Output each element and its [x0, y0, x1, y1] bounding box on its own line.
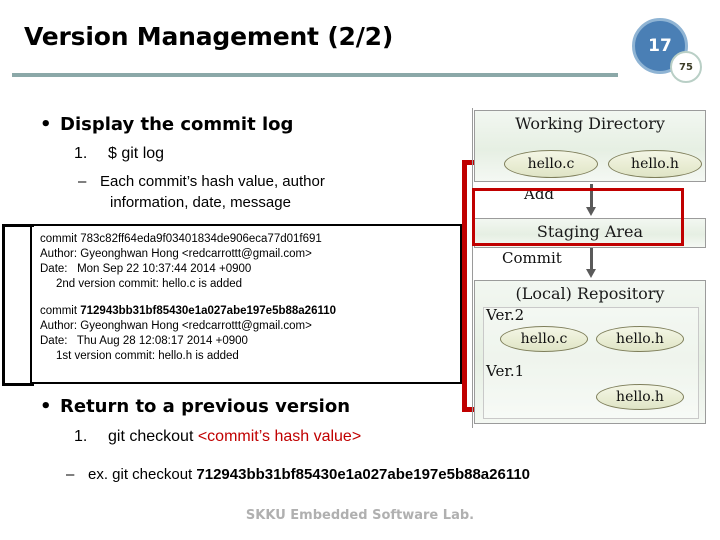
slide-footer: SKKU Embedded Software Lab. [245, 508, 475, 523]
bullet-return-previous-version-label: Return to a previous version [60, 396, 351, 417]
bullet-dot-icon: • [40, 396, 52, 417]
version-2-label: Ver.2 [486, 306, 525, 324]
commit-author-line: Author: Gyeonghwan Hong <redcarrottt@gma… [40, 248, 312, 260]
checkout-example-hash: 712943bb31bf85430e1a027abe197e5b88a26110 [196, 466, 531, 483]
version-2-file-hello-c: hello.c [500, 326, 588, 352]
checkout-example-prefix: ex. git checkout [88, 466, 197, 483]
commit-hash-line: commit 783c82ff64eda9f03401834de906eca77… [40, 232, 460, 247]
working-directory-file-hello-h: hello.h [608, 150, 702, 178]
commit-author-line: Author: Gyeonghwan Hong <redcarrottt@gma… [40, 320, 312, 332]
list-item-checkout-example: –ex. git checkout 712943bb31bf85430e1a02… [66, 466, 530, 483]
commit-label: commit [40, 233, 81, 245]
list-marker-1: 1. [74, 145, 88, 162]
version-2-file-hello-h: hello.h [596, 326, 684, 352]
list-item-commit-detail-line2: information, date, message [110, 194, 291, 211]
bracket-top-edge [2, 224, 34, 227]
list-marker-dash: – [66, 466, 75, 483]
page-badge: 17 75 [632, 18, 718, 88]
list-item-commit-detail: –Each commit’s hash value, author [78, 173, 325, 190]
version-1-label: Ver.1 [486, 362, 525, 380]
add-arrow-icon [586, 184, 596, 216]
bullet-return-previous-version: • Return to a previous version [40, 396, 350, 417]
commit-arrow-icon [586, 248, 596, 278]
version-1-file-hello-h: hello.h [596, 384, 684, 410]
commit-log-entry: commit 783c82ff64eda9f03401834de906eca77… [40, 232, 460, 292]
git-checkout-command: git checkout [108, 428, 198, 445]
list-marker-dash: – [78, 173, 87, 190]
staging-area-title: Staging Area [536, 222, 644, 241]
bracket-left-edge [2, 224, 5, 386]
list-marker-1: 1. [74, 428, 88, 445]
list-item-commit-detail-label: Each commit’s hash value, author [100, 173, 325, 190]
local-repository-title: (Local) Repository [515, 284, 665, 303]
page-title: Version Management (2/2) [24, 22, 394, 51]
version-1-highlight-box [472, 188, 684, 246]
bullet-display-commit-log-label: Display the commit log [60, 114, 294, 135]
commit-message-line: 1st version commit: hello.h is added [56, 350, 239, 362]
commit-hash-line: commit 712943bb31bf85430e1a027abe197e5b8… [40, 304, 460, 319]
total-pages-badge: 75 [670, 51, 702, 83]
list-item-git-log-label: $ git log [108, 145, 165, 162]
list-item-git-checkout: 1. git checkout <commit’s hash value> [74, 428, 361, 446]
git-flow-diagram: Working Directory hello.c hello.h Add St… [462, 108, 706, 428]
working-directory-file-hello-c: hello.c [504, 150, 598, 178]
checkout-connector-vertical [462, 160, 467, 412]
list-item-git-log: 1. $ git log [74, 145, 164, 163]
commit-date-line: Date: Mon Sep 22 10:37:44 2014 +0900 [40, 263, 252, 275]
bullet-dot-icon: • [40, 114, 52, 135]
commit-message-line: 2nd version commit: hello.c is added [56, 278, 243, 290]
commit-hash: 712943bb31bf85430e1a027abe197e5b88a26110 [80, 305, 337, 317]
page-number-badge: 17 [632, 18, 688, 74]
bullet-display-commit-log: • Display the commit log [40, 114, 293, 135]
title-divider [12, 73, 618, 77]
commit-log-output: commit 783c82ff64eda9f03401834de906eca77… [30, 224, 462, 384]
commit-label: commit [40, 305, 81, 317]
commit-arrow-label: Commit [502, 249, 562, 267]
commit-hash: 783c82ff64eda9f03401834de906eca77d01f691 [80, 233, 322, 245]
working-directory-title: Working Directory [515, 114, 665, 133]
commit-log-entry: commit 712943bb31bf85430e1a027abe197e5b8… [40, 304, 460, 364]
diagram-left-rule [472, 108, 473, 428]
commit-date-line: Date: Thu Aug 28 12:08:17 2014 +0900 [40, 335, 248, 347]
bracket-bottom-edge [2, 383, 34, 386]
git-checkout-arg: <commit’s hash value> [197, 428, 362, 445]
